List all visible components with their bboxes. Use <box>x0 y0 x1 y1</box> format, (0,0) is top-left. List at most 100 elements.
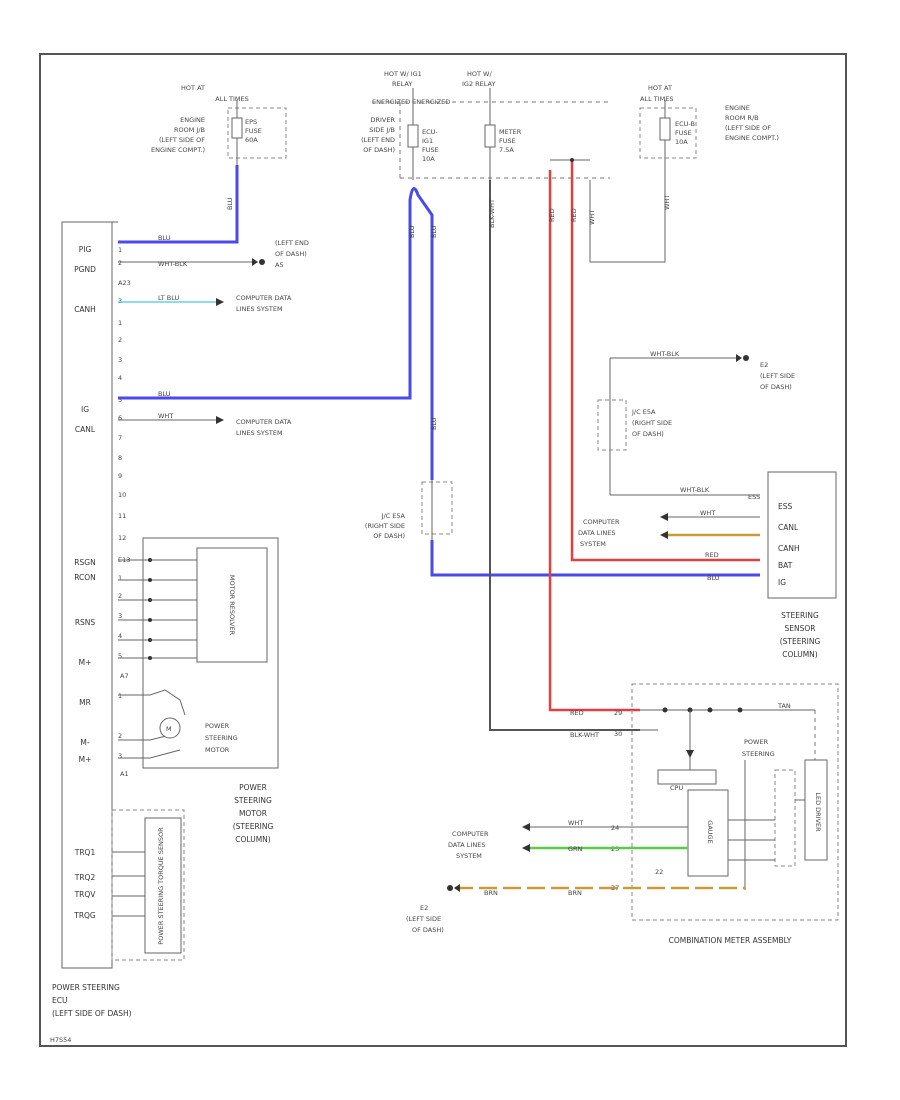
svg-text:CANL: CANL <box>75 425 96 434</box>
svg-text:9: 9 <box>118 472 122 480</box>
svg-text:BLK-WHT: BLK-WHT <box>488 199 496 228</box>
wire-wht-ecu-b <box>589 180 666 263</box>
svg-text:LINES SYSTEM: LINES SYSTEM <box>236 429 283 437</box>
svg-text:POWER: POWER <box>744 738 769 746</box>
ground-e2-lower: BRN BRN E2 (LEFT SIDE OF DASH) <box>406 884 745 934</box>
svg-text:SYSTEM: SYSTEM <box>580 540 606 548</box>
svg-text:WHT-BLK: WHT-BLK <box>680 486 710 494</box>
svg-text:COLUMN): COLUMN) <box>782 650 818 659</box>
svg-text:POWER: POWER <box>239 783 267 792</box>
svg-text:(LEFT SIDE: (LEFT SIDE <box>760 372 795 380</box>
svg-text:10A: 10A <box>422 155 435 163</box>
svg-text:IG: IG <box>778 578 786 587</box>
power-steering-motor-group: MOTOR RESOLVER M POWER STEERING MOTOR PO… <box>118 537 279 844</box>
svg-text:ECU: ECU <box>52 996 67 1005</box>
svg-text:1: 1 <box>118 319 122 327</box>
svg-text:(LEFT END: (LEFT END <box>275 239 309 247</box>
driver-side-jb: HOT W/ IG1 RELAY HOT W/ IG2 RELAY ENERGI… <box>361 70 610 180</box>
svg-text:TRQV: TRQV <box>74 890 97 899</box>
svg-text:TRQ2: TRQ2 <box>74 873 96 882</box>
svg-text:WHT: WHT <box>158 412 173 420</box>
svg-text:ENGINE: ENGINE <box>180 116 205 124</box>
svg-text:POWER STEERING TORQUE SENSOR: POWER STEERING TORQUE SENSOR <box>157 827 165 945</box>
engine-room-jb-left: HOT AT ALL TIMES ENGINE ROOM J/B (LEFT S… <box>151 84 287 165</box>
svg-text:ROOM J/B: ROOM J/B <box>174 126 205 134</box>
svg-text:POWER: POWER <box>205 722 230 730</box>
svg-text:OF DASH): OF DASH) <box>363 146 395 154</box>
svg-text:CANH: CANH <box>74 305 96 314</box>
svg-text:RELAY: RELAY <box>392 80 412 88</box>
svg-text:BLU: BLU <box>707 574 720 582</box>
wire-blu-pig <box>118 165 239 244</box>
svg-text:IG1: IG1 <box>422 137 433 145</box>
svg-text:11: 11 <box>118 512 126 520</box>
svg-text:ENGINE COMPT.): ENGINE COMPT.) <box>725 134 779 142</box>
svg-text:1: 1 <box>118 246 122 254</box>
svg-text:STEERING: STEERING <box>781 611 819 620</box>
svg-text:FUSE: FUSE <box>245 127 262 135</box>
svg-text:MOTOR: MOTOR <box>205 746 230 754</box>
svg-text:HOT W/: HOT W/ <box>467 70 492 78</box>
svg-text:COMPUTER: COMPUTER <box>583 518 620 526</box>
svg-text:CANH: CANH <box>778 544 800 553</box>
power-steering-ecu: PIG PGND CANH IG CANL RSGN RCON RSNS M+ … <box>52 221 132 1018</box>
svg-text:8: 8 <box>118 454 122 462</box>
svg-text:TAN: TAN <box>777 702 791 710</box>
svg-text:BLU: BLU <box>408 225 416 238</box>
wire-sensor-can: WHT COMPUTER DATA LINES SYSTEM <box>578 509 760 548</box>
svg-text:STEERING: STEERING <box>234 796 272 805</box>
svg-text:HOT AT: HOT AT <box>181 84 205 92</box>
svg-text:(LEFT SIDE OF: (LEFT SIDE OF <box>725 124 771 132</box>
svg-text:BLU: BLU <box>158 234 171 242</box>
svg-text:IG2 RELAY: IG2 RELAY <box>462 80 495 88</box>
svg-text:DATA LINES: DATA LINES <box>578 529 615 537</box>
svg-text:2: 2 <box>118 259 122 267</box>
svg-text:HOT W/ IG1: HOT W/ IG1 <box>384 70 422 78</box>
svg-text:1: 1 <box>118 692 122 700</box>
torque-sensor: POWER STEERING TORQUE SENSOR <box>111 809 185 961</box>
svg-text:OF DASH): OF DASH) <box>632 430 664 438</box>
svg-text:A1: A1 <box>120 770 129 778</box>
svg-text:A23: A23 <box>118 279 131 287</box>
svg-text:TRQG: TRQG <box>73 911 96 920</box>
svg-text:BRN: BRN <box>568 889 582 897</box>
svg-text:J/C E5A: J/C E5A <box>381 512 406 520</box>
svg-text:ROOM R/B: ROOM R/B <box>725 114 759 122</box>
svg-text:COMPUTER DATA: COMPUTER DATA <box>236 418 292 426</box>
wire-blu-ig <box>118 187 434 480</box>
svg-text:ENGINE: ENGINE <box>725 104 750 112</box>
svg-text:RED: RED <box>548 208 556 222</box>
svg-text:RCON: RCON <box>74 573 96 582</box>
motor-symbol: M <box>166 725 172 733</box>
svg-text:BLU: BLU <box>158 390 171 398</box>
svg-text:BLK-WHT: BLK-WHT <box>570 731 599 739</box>
svg-text:(LEFT SIDE OF: (LEFT SIDE OF <box>159 136 205 144</box>
svg-text:3: 3 <box>118 612 122 620</box>
svg-text:WHT: WHT <box>588 210 596 225</box>
svg-text:OF DASH): OF DASH) <box>275 250 307 258</box>
svg-text:10: 10 <box>118 491 126 499</box>
svg-text:SIDE J/B: SIDE J/B <box>369 126 395 134</box>
svg-text:TRQ1: TRQ1 <box>74 848 96 857</box>
svg-text:BLU: BLU <box>430 417 438 430</box>
svg-text:COMPUTER: COMPUTER <box>452 830 489 838</box>
svg-text:(STEERING: (STEERING <box>233 822 274 831</box>
frame-code: H7S54 <box>50 1036 71 1044</box>
svg-text:MOTOR: MOTOR <box>239 809 267 818</box>
wire-blk-meter <box>489 180 640 731</box>
svg-text:WHT: WHT <box>663 195 671 210</box>
engine-room-rb-right: HOT AT ALL TIMES ECU-B FUSE 10A ENGINE R… <box>639 84 779 180</box>
svg-text:2: 2 <box>118 592 122 600</box>
svg-text:12: 12 <box>118 534 126 542</box>
svg-text:BLU: BLU <box>430 225 438 238</box>
svg-text:ECU-: ECU- <box>422 128 438 136</box>
diagram-frame <box>39 53 847 1047</box>
svg-text:FUSE: FUSE <box>499 137 516 145</box>
svg-text:(LEFT SIDE: (LEFT SIDE <box>406 915 441 923</box>
svg-text:A7: A7 <box>120 672 129 680</box>
svg-text:(RIGHT SIDE: (RIGHT SIDE <box>632 419 672 427</box>
svg-text:CANL: CANL <box>778 523 799 532</box>
svg-text:FUSE: FUSE <box>675 129 692 137</box>
svg-text:POWER STEERING: POWER STEERING <box>52 983 120 992</box>
